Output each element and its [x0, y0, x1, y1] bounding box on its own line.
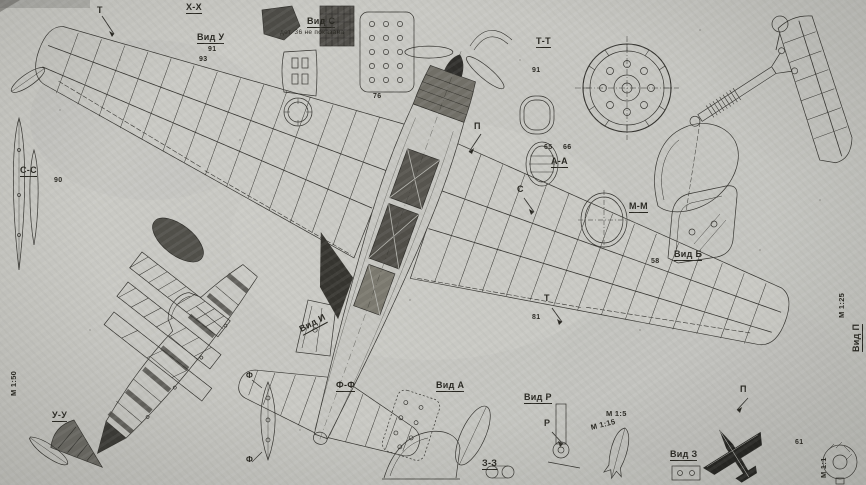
- view-b-part: [667, 185, 738, 264]
- engine-cowl: [412, 64, 476, 123]
- scan-speckles: [59, 29, 821, 431]
- num-66: 66: [563, 144, 572, 151]
- datum-t-mid: Т: [544, 293, 550, 303]
- view-arrows: [101, 15, 749, 463]
- stab-ribs: [248, 370, 412, 452]
- view-z-part: [671, 465, 701, 481]
- scale-1-5: М 1:5: [606, 409, 627, 418]
- wing-ribs-right: [434, 154, 767, 344]
- spinner: [444, 54, 464, 78]
- formers-dark: [107, 272, 250, 435]
- cup-section: [822, 441, 858, 485]
- datum-f-top: Ф: [246, 371, 254, 380]
- section-m-m: М-М: [629, 201, 648, 213]
- uu-airfoil: [29, 436, 69, 466]
- num-58: 58: [651, 258, 660, 265]
- datum-r: Р: [544, 418, 551, 428]
- fuselage-side-view: [96, 264, 258, 454]
- section-x-x: Х-Х: [186, 2, 202, 14]
- note-det-36: дет. 36 не показана: [280, 29, 345, 36]
- num-90: 90: [54, 177, 63, 184]
- view-s: Вид С: [307, 16, 336, 28]
- view-i-part: [295, 299, 337, 357]
- main-plan-view: [35, 26, 790, 457]
- view-z: Вид З: [670, 449, 698, 461]
- datum-f-bottom: Ф: [246, 455, 254, 464]
- cross-sections: [519, 95, 630, 250]
- num-91-a: 91: [208, 46, 217, 53]
- view-r: Вид Р: [524, 392, 552, 404]
- pitot-part: [771, 15, 789, 51]
- section-a-a: А-А: [551, 156, 568, 168]
- datum-p-mid: П: [474, 121, 481, 131]
- num-81: 81: [532, 314, 541, 321]
- strut-detail: [689, 47, 798, 127]
- view-a: Вид А: [436, 380, 465, 392]
- section-u-u: У-У: [52, 410, 68, 422]
- wing-ribs-left: [56, 32, 380, 246]
- num-91-b: 91: [532, 67, 541, 74]
- cowl-development: [261, 5, 513, 127]
- wing-spars: [42, 45, 782, 333]
- fin-outline: [654, 121, 739, 213]
- section-f-f: Ф-Ф: [336, 380, 356, 392]
- scale-1-50: М 1:50: [9, 370, 18, 396]
- datum-p-bottom: П: [740, 384, 747, 394]
- scale-1-1: М 1:1: [819, 457, 828, 478]
- dark-grid-panel: [319, 5, 355, 47]
- prop-blade: [455, 405, 491, 466]
- datum-t-top: Т: [97, 5, 103, 15]
- wheel-detail: [575, 36, 679, 140]
- view-u: Вид У: [197, 32, 225, 44]
- silhouette-inset: [702, 429, 762, 483]
- section-s-s: С-С: [20, 165, 37, 177]
- canopy-profile: [382, 430, 461, 480]
- ff-teardrop: [260, 381, 276, 462]
- aileron-lines: [58, 80, 751, 334]
- bomb-part: [602, 427, 630, 480]
- view-p: Вид П: [851, 323, 863, 352]
- wingtip-detail: [777, 15, 853, 164]
- num-65: 65: [544, 144, 553, 151]
- scale-1-25: М 1:25: [837, 292, 846, 318]
- zz-section: [485, 465, 515, 479]
- view-b: Вид Б: [674, 249, 703, 261]
- datum-s-mid: С: [517, 184, 524, 194]
- section-t-t: Т-Т: [536, 36, 551, 48]
- num-76: 76: [373, 93, 382, 100]
- dark-root-panel: [319, 231, 354, 320]
- flap-sections-stack: [103, 217, 231, 402]
- num-93: 93: [199, 56, 208, 63]
- spinner-cone-detail: [50, 419, 104, 468]
- airfoil-sections: [10, 67, 46, 271]
- section-z-z: З-З: [482, 458, 498, 470]
- num-61: 61: [795, 439, 804, 446]
- lightening-holes: [369, 21, 403, 83]
